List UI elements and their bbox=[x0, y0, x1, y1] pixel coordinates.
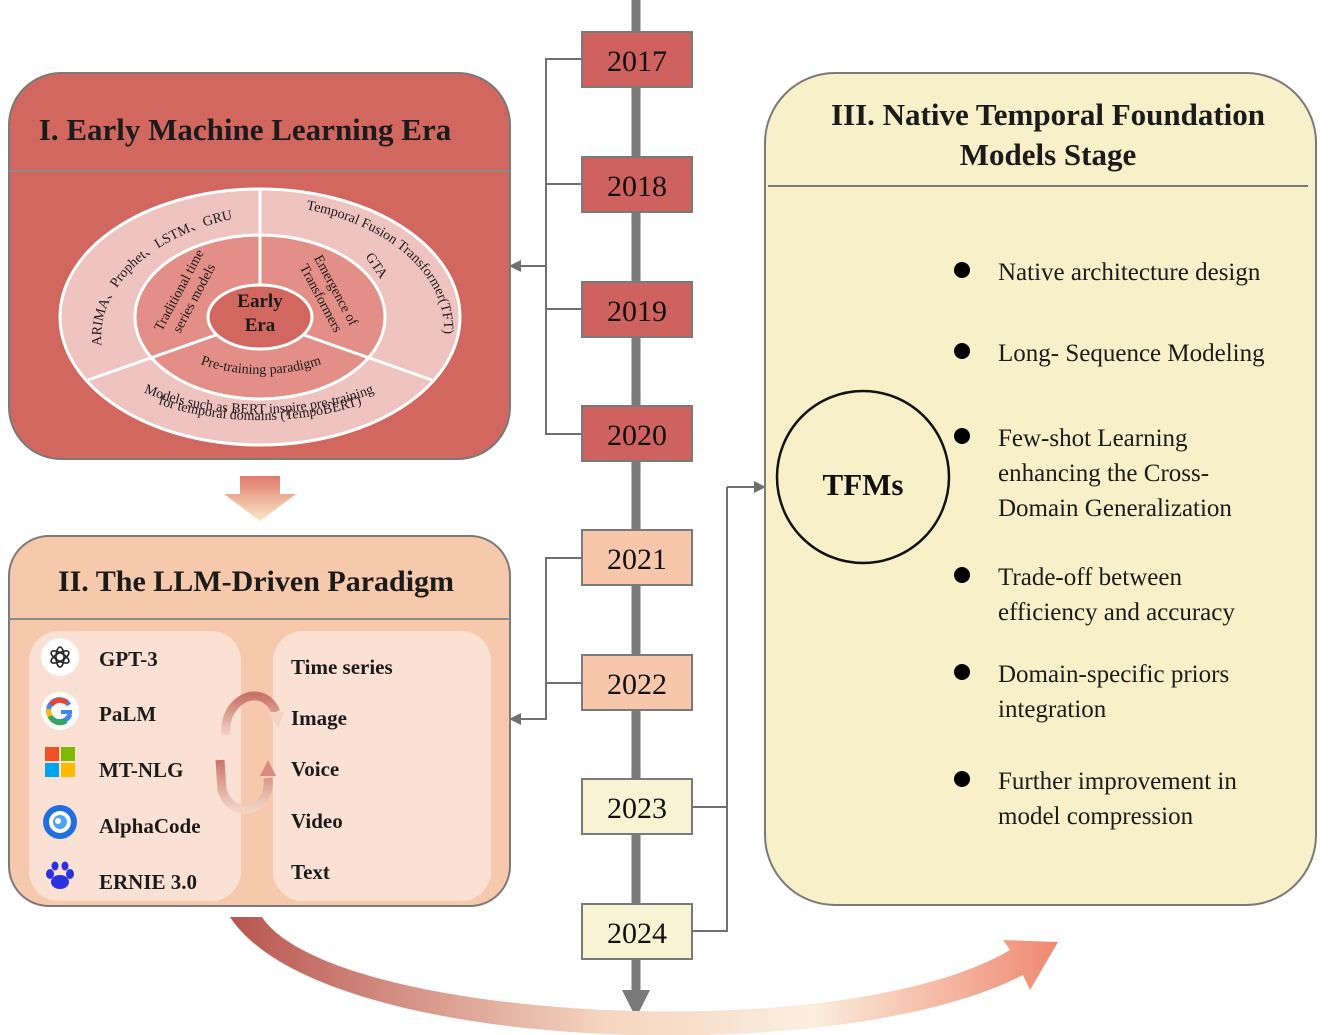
bullet-text: Long- Sequence Modeling bbox=[998, 340, 1265, 367]
bullet-item: Trade-off between efficiency and accurac… bbox=[954, 564, 1235, 626]
stage3-title-line2: Models Stage bbox=[960, 137, 1137, 172]
bullet-item: Further improvement in model compression bbox=[954, 768, 1237, 830]
year-label: 2024 bbox=[607, 917, 667, 950]
early-era-label-line2: Era bbox=[245, 315, 276, 336]
bullet-text: Further improvement in bbox=[998, 768, 1237, 795]
stage2-panel: II. The LLM-Driven Paradigm bbox=[8, 535, 511, 907]
year-box-2019: 2019 bbox=[581, 281, 693, 338]
baidu-paw-icon bbox=[46, 861, 74, 889]
stage-transition-arrow bbox=[224, 476, 296, 521]
stage3-panel: III. Native Temporal Foundation Models S… bbox=[764, 72, 1317, 906]
bullet-item: Few-shot Learning enhancing the Cross- D… bbox=[954, 425, 1232, 522]
year-box-2021: 2021 bbox=[581, 529, 693, 586]
models-panel bbox=[29, 631, 241, 901]
bullet-dot bbox=[954, 262, 970, 278]
cycle-arrows-icon bbox=[215, 691, 284, 814]
bullet-dot bbox=[954, 428, 970, 444]
year-label: 2020 bbox=[607, 419, 667, 452]
year-box-2024: 2024 bbox=[581, 903, 693, 960]
bullet-dot bbox=[954, 664, 970, 680]
bullet-dot bbox=[954, 567, 970, 583]
bullet-item: Domain-specific priors integration bbox=[954, 661, 1229, 723]
year-box-2017: 2017 bbox=[581, 31, 693, 88]
bullet-text: model compression bbox=[998, 803, 1194, 830]
bullet-text: integration bbox=[998, 696, 1107, 723]
year-label: 2023 bbox=[607, 792, 667, 825]
google-icon bbox=[41, 692, 79, 730]
stage1-title: I. Early Machine Learning Era bbox=[39, 112, 452, 147]
deepmind-icon bbox=[43, 805, 77, 839]
timeline-axis bbox=[622, 0, 650, 1018]
model-name: PaLM bbox=[99, 702, 156, 726]
year-label: 2021 bbox=[607, 543, 667, 576]
year-box-2022: 2022 bbox=[581, 654, 693, 711]
bullet-dot bbox=[954, 771, 970, 787]
year-label: 2018 bbox=[607, 170, 667, 203]
bullet-text: Native architecture design bbox=[998, 259, 1261, 286]
stage2-title: II. The LLM-Driven Paradigm bbox=[58, 565, 454, 598]
early-era-rings bbox=[58, 187, 462, 447]
modality-label: Voice bbox=[291, 757, 339, 781]
year-box-2018: 2018 bbox=[581, 156, 693, 213]
bullet-dot bbox=[954, 343, 970, 359]
modalities-panel bbox=[273, 631, 491, 901]
modality-label: Text bbox=[291, 860, 330, 884]
model-name: GPT-3 bbox=[99, 647, 158, 671]
early-era-label-line1: Early bbox=[237, 291, 283, 312]
stage2-to-stage3-curved-arrow bbox=[230, 917, 1058, 1035]
bullet-text: enhancing the Cross- bbox=[998, 460, 1209, 487]
openai-icon bbox=[41, 638, 79, 676]
bullet-text: Few-shot Learning bbox=[998, 425, 1188, 452]
bullet-item: Long- Sequence Modeling bbox=[954, 340, 1265, 367]
model-name: ERNIE 3.0 bbox=[99, 870, 197, 894]
year-boxes: 2017 2018 2019 2020 2021 2022 2023 2024 bbox=[581, 31, 693, 960]
model-name: AlphaCode bbox=[99, 814, 201, 838]
year-box-2023: 2023 bbox=[581, 778, 693, 835]
year-label: 2022 bbox=[607, 668, 667, 701]
year-box-2020: 2020 bbox=[581, 405, 693, 462]
bullet-text: efficiency and accuracy bbox=[998, 599, 1235, 626]
stage1-panel: I. Early Machine Learning Era Early Era … bbox=[8, 72, 511, 460]
model-name: MT-NLG bbox=[99, 758, 183, 782]
bullet-text: Domain-specific priors bbox=[998, 661, 1229, 688]
connector-lines bbox=[520, 58, 756, 932]
year-label: 2019 bbox=[607, 295, 667, 328]
bullet-item: Native architecture design bbox=[954, 259, 1261, 286]
bullet-text: Trade-off between bbox=[998, 564, 1182, 591]
stage3-title-line1: III. Native Temporal Foundation bbox=[831, 97, 1265, 132]
bullet-text: Domain Generalization bbox=[998, 495, 1232, 522]
microsoft-icon bbox=[45, 747, 75, 777]
connector-arrowheads bbox=[509, 260, 766, 725]
modality-label: Video bbox=[291, 809, 343, 833]
tfms-circle bbox=[775, 389, 951, 565]
feature-bullet-list: Native architecture design Long- Sequenc… bbox=[954, 259, 1265, 830]
modality-label: Image bbox=[291, 706, 347, 730]
year-label: 2017 bbox=[607, 45, 667, 78]
tfms-label: TFMs bbox=[823, 467, 904, 502]
modality-label: Time series bbox=[291, 655, 393, 679]
